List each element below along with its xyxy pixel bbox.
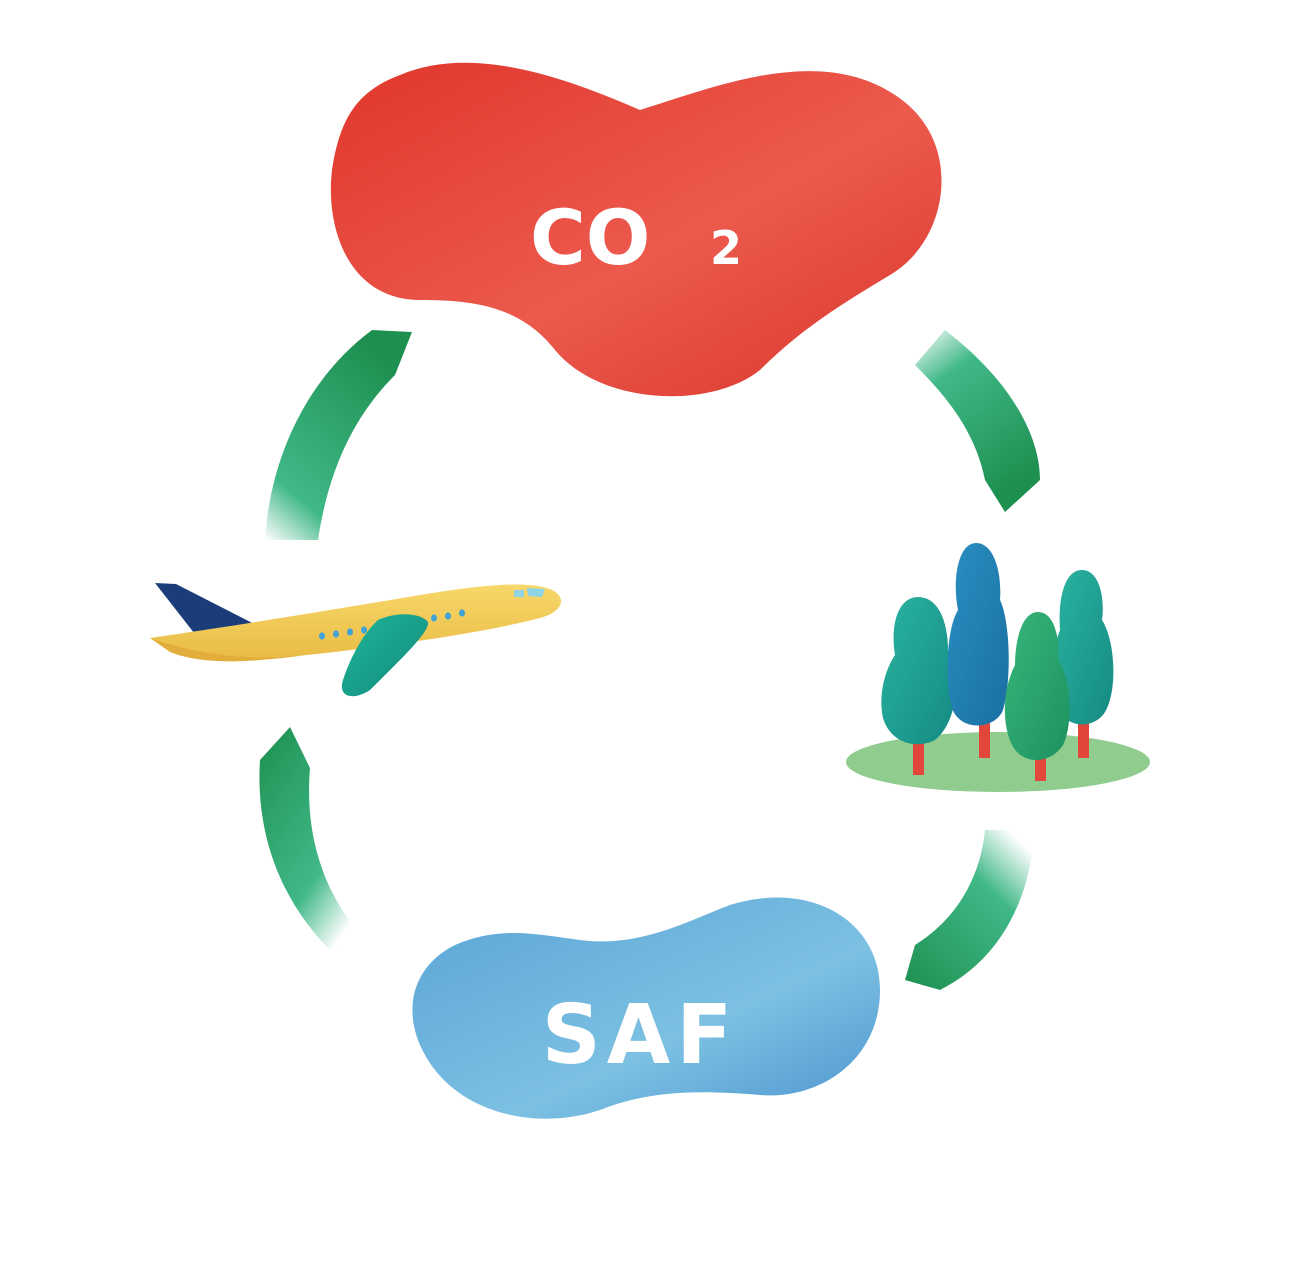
cycle-arrow-bottom-left <box>259 727 365 950</box>
saf-label: SAF <box>542 988 739 1083</box>
cycle-arrow-top-left <box>265 330 412 540</box>
co2-subscript: 2 <box>710 221 742 275</box>
trees-icon <box>846 543 1150 792</box>
co2-blob: CO 2 <box>330 62 942 397</box>
saf-blob: SAF <box>412 897 880 1119</box>
cycle-arrow-bottom-right <box>905 830 1035 990</box>
cycle-arrow-top-right <box>915 330 1040 512</box>
co2-label: CO <box>530 193 650 282</box>
airplane-icon <box>150 583 562 697</box>
